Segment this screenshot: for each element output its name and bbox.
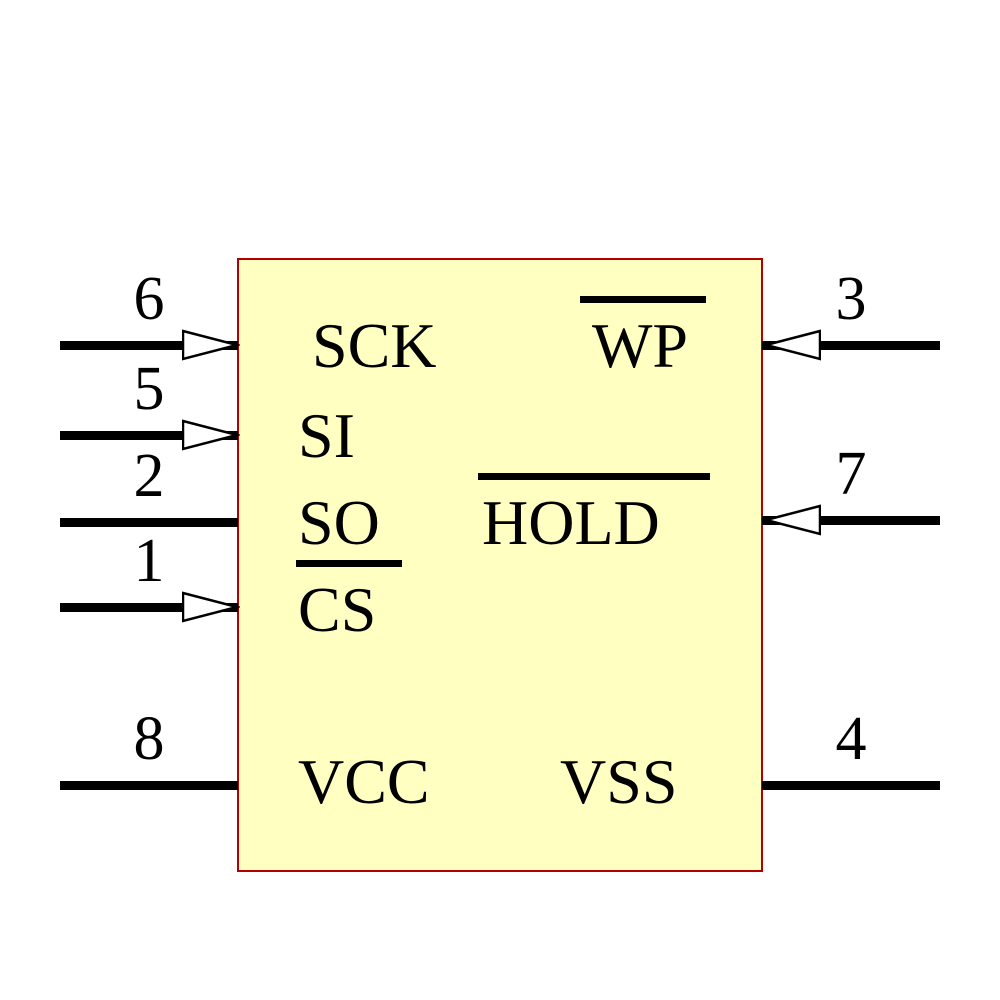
pin-number-4: 4 <box>835 705 867 773</box>
pin-label-sck: SCK <box>312 310 437 381</box>
pin-label-si: SI <box>298 400 355 471</box>
pin-label-hold: HOLD <box>482 487 660 558</box>
pin-number-3: 3 <box>835 265 867 333</box>
pin-input-arrow-icon <box>182 591 240 623</box>
pin-number-6: 6 <box>133 265 165 333</box>
pin-number-7: 7 <box>835 440 867 508</box>
pin-number-8: 8 <box>133 705 165 773</box>
wp-overline-bar <box>580 296 706 303</box>
pin-label-vss: VSS <box>560 746 678 817</box>
pin-input-arrow-icon <box>763 504 821 536</box>
pin-number-2: 2 <box>133 442 165 510</box>
pin-line-8 <box>60 781 238 790</box>
pin-input-arrow-icon <box>182 419 240 451</box>
cs-overline-bar <box>296 560 402 567</box>
pin-line-2 <box>60 518 238 527</box>
pin-label-so: SO <box>298 487 380 558</box>
pin-input-arrow-icon <box>763 329 821 361</box>
pin-label-vcc: VCC <box>298 746 430 817</box>
hold-overline-bar <box>478 473 710 480</box>
pin-line-3 <box>762 341 940 350</box>
pin-label-cs: CS <box>298 574 377 645</box>
pin-number-5: 5 <box>133 355 165 423</box>
pin-number-1: 1 <box>133 527 165 595</box>
pin-line-4 <box>762 781 940 790</box>
pin-label-wp: WP <box>592 310 688 381</box>
pin-input-arrow-icon <box>182 329 240 361</box>
pin-line-1 <box>60 603 238 612</box>
pin-line-6 <box>60 341 238 350</box>
pin-line-7 <box>762 516 940 525</box>
pin-line-5 <box>60 431 238 440</box>
